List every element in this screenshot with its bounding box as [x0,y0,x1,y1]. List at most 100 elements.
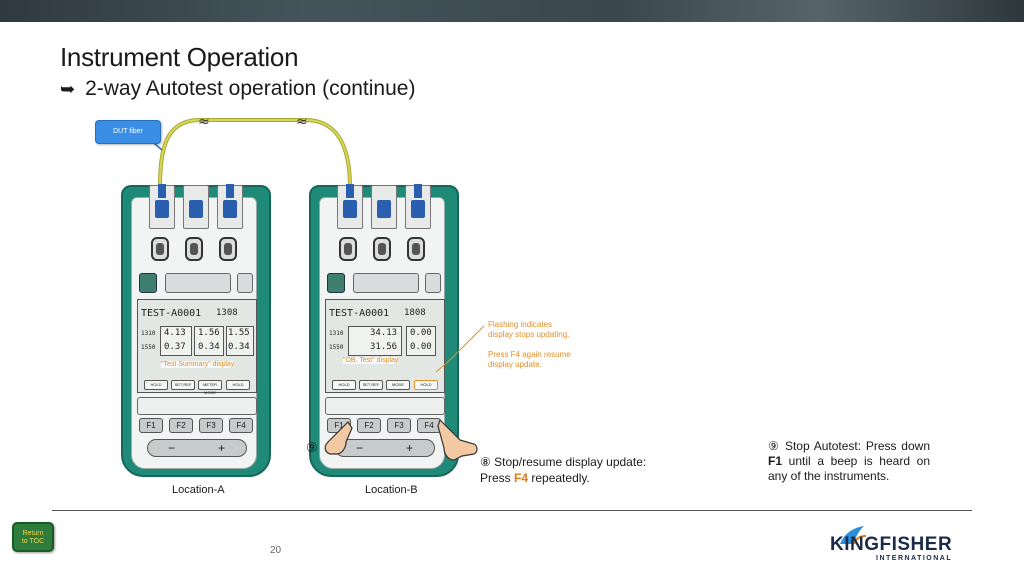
optical-ports [327,184,435,229]
arrow-right-icon: ➥ [60,79,76,99]
fiber-port[interactable] [337,184,363,229]
lcd-test-name: TEST-A0001 [329,308,390,319]
location-b-label: Location-B [365,484,418,496]
step8-text: Press [480,471,515,485]
subtitle-text: 2-way Autotest operation (continue) [85,77,416,100]
lcd-test-name: TEST-A0001 [141,308,202,319]
softkey-label: HOLD [226,380,250,390]
softkey-label: HOLD [332,380,356,390]
lcd-row1-label: 1310 [141,330,156,337]
lcd-cell-box [406,326,436,356]
connector-knobs [139,237,247,261]
lcd-cell-box [160,326,192,356]
lcd-value: 1.56 [198,328,220,338]
knob-icon[interactable] [185,237,203,261]
plus-button[interactable]: + [218,441,226,455]
step9-text: Press down [861,439,930,453]
return-label: Return [22,530,44,537]
plus-minus-rocker: − + [147,439,247,457]
knob-icon[interactable] [219,237,237,261]
lcd-value: 4.13 [164,328,186,338]
nav-keypad [327,273,443,295]
page-subtitle: ➥ 2-way Autotest operation (continue) [60,77,415,101]
step8-instruction: ⑧ Stop/resume display update: Press F4 r… [480,454,646,486]
minus-button[interactable]: − [168,441,176,455]
lcd-main-value: 1808 [404,308,426,318]
step9-text: until a beep is heard on any of the inst… [768,454,930,483]
f3-button[interactable]: F3 [387,418,411,433]
lcd-value: 1.55 [228,328,250,338]
lcd-value: 0.34 [228,342,250,352]
pointing-hand-icon [324,421,353,455]
return-label: to TOC [21,538,45,545]
pointing-hand-icon [437,418,478,461]
step8-marker: ⑧ [480,455,491,469]
step8-key: F4 [514,471,529,485]
f2-button[interactable]: F2 [357,418,381,433]
lcd-cell-box [226,326,254,356]
lcd-row2-label: 1550 [329,344,344,351]
softkey-label: HOLD [144,380,168,390]
fiber-port[interactable] [371,185,397,229]
next-button[interactable] [237,273,253,293]
logo-wordmark: KINGFISHER [830,534,953,555]
logo-subtext: INTERNATIONAL [876,555,953,562]
svg-text:≈: ≈ [198,114,210,130]
minus-button[interactable]: − [356,441,364,455]
kingfisher-bird-icon [840,526,867,545]
fiber-port[interactable] [149,184,175,229]
lcd-row1-label: 1310 [329,330,344,337]
lcd-value: 0.00 [410,342,432,352]
lcd-screen: TEST-A0001 1808 1310 1550 34.13 0.00 31.… [325,299,445,393]
lcd-value: 34.13 [370,328,398,338]
plus-button[interactable]: + [406,441,414,455]
return-to-toc-button[interactable]: Return to TOC [12,522,54,552]
knob-icon[interactable] [151,237,169,261]
softkey-label: SET REF [171,380,195,390]
power-button[interactable] [327,273,345,293]
f1-button[interactable]: F1 [139,418,163,433]
softkey-label: MODE [386,380,410,390]
lcd-main-value: 1308 [216,308,238,318]
top-banner [0,0,1024,22]
step9-marker: ⑨ [768,439,781,453]
nav-keypad [139,273,255,295]
f4-button[interactable]: F4 [229,418,253,433]
flashing-note: Flashing indicates display stops updatin… [488,320,570,339]
function-keys: F1 F2 F3 F4 [137,418,257,434]
f4-button[interactable]: F4 [417,418,441,433]
menu-button[interactable] [353,273,419,293]
display-bar [137,397,257,415]
ob-test-label: "OB. Test" display [343,357,399,364]
dut-fiber-callout: DUT fiber [95,120,161,144]
footer-divider [52,510,972,511]
fiber-port[interactable] [405,184,431,229]
step8-heading: Stop/resume display update: [494,455,647,469]
lcd-screen: TEST-A0001 1308 1310 1550 4.13 1.56 1.55… [137,299,257,395]
knob-icon[interactable] [373,237,391,261]
optical-ports [139,184,247,229]
fiber-port[interactable] [183,185,209,229]
f2-button[interactable]: F2 [169,418,193,433]
f3-button[interactable]: F3 [199,418,223,433]
softkey-label: SET REF [359,380,383,390]
lcd-value: 0.00 [410,328,432,338]
connector-knobs [327,237,435,261]
step9-heading: Stop Autotest: [784,439,862,453]
softkey-label: HOLD [414,380,438,390]
knob-icon[interactable] [407,237,425,261]
instrument-location-a: TEST-A0001 1308 1310 1550 4.13 1.56 1.55… [121,184,271,477]
step9-hand-marker: ⑨ [306,440,318,455]
menu-button[interactable] [165,273,231,293]
step9-key: F1 [768,454,783,468]
display-bar [325,397,445,415]
lcd-cell-box [194,326,224,356]
svg-text:≈: ≈ [296,114,308,130]
page-title: Instrument Operation [60,42,299,72]
lcd-value: 31.56 [370,342,398,352]
fiber-port[interactable] [217,184,243,229]
lcd-row2-label: 1550 [141,344,156,351]
next-button[interactable] [425,273,441,293]
knob-icon[interactable] [339,237,357,261]
power-button[interactable] [139,273,157,293]
